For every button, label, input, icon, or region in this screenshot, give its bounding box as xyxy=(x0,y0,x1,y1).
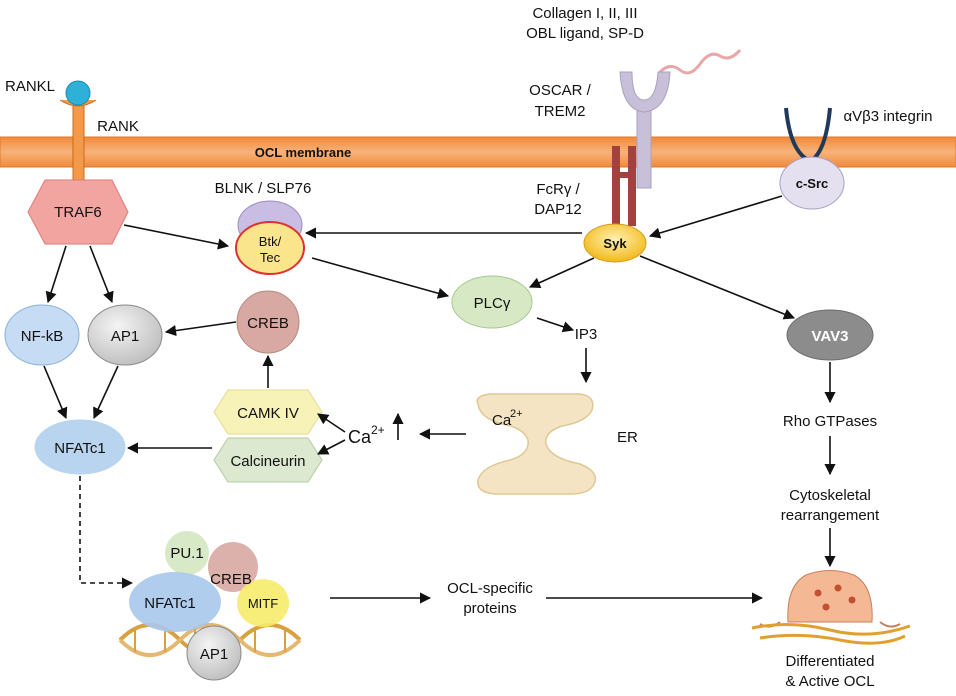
er-calcium-sup: 2+ xyxy=(510,408,523,420)
oscar-label-line1: OSCAR / xyxy=(529,82,592,99)
arrow-plcg-ip3 xyxy=(536,317,575,333)
rank-label: RANK xyxy=(97,118,139,135)
syk-label: Syk xyxy=(603,236,627,251)
nfatc1-label: NFATc1 xyxy=(54,440,105,457)
fcr-label-line2: DAP12 xyxy=(534,201,582,218)
complex-ap1-label: AP1 xyxy=(200,646,228,663)
btk-label-line1: Btk/ xyxy=(259,234,282,249)
creb-label: CREB xyxy=(247,315,289,332)
btk-label-line2: Tec xyxy=(260,250,281,265)
cytoskeletal-label-line2: rearrangement xyxy=(781,507,880,524)
mitf-label: MITF xyxy=(248,596,278,611)
traf6-node: TRAF6 xyxy=(27,179,129,245)
arrow-traf6-nfkb xyxy=(45,245,67,304)
plcg-label: PLCγ xyxy=(474,295,511,312)
transcription-complex: PU.1 NFATc1 CREB MITF AP1 xyxy=(129,531,289,681)
calcineurin-node: Calcineurin xyxy=(213,437,323,483)
traf6-label: TRAF6 xyxy=(54,204,102,221)
ocl-proteins-label-line1: OCL-specific xyxy=(447,580,533,597)
rankl-rank-receptor: RANKL RANK xyxy=(5,78,139,181)
fcr-dap12-adaptor: FcRγ / DAP12 xyxy=(534,146,636,226)
blnk-label: BLNK / SLP76 xyxy=(215,180,312,197)
rankl-label: RANKL xyxy=(5,78,55,95)
er-organelle: Ca 2+ ER xyxy=(476,393,638,495)
er-calcium-label: Ca xyxy=(492,412,512,429)
ap1-label: AP1 xyxy=(111,328,139,345)
ap1-node: AP1 xyxy=(87,304,163,366)
arrow-syk-plcg xyxy=(528,257,595,288)
vav3-label: VAV3 xyxy=(812,328,849,345)
rho-gtpases-label: Rho GTPases xyxy=(783,413,877,430)
cytoskeletal-label-line1: Cytoskeletal xyxy=(789,487,871,504)
vav3-node: VAV3 xyxy=(786,309,874,361)
arrow-traf6-btk xyxy=(123,224,230,250)
ip3-label: IP3 xyxy=(575,326,598,343)
creb-node: CREB xyxy=(236,290,300,354)
csrc-node: c-Src xyxy=(779,156,845,210)
complex-nfatc1-label: NFATc1 xyxy=(144,595,195,612)
arrow-calcium-calcineurin xyxy=(317,439,346,455)
arrow-nfkb-nfatc1 xyxy=(43,365,68,420)
ocl-proteins-label-line2: proteins xyxy=(463,600,516,617)
arrow-calcium-camk xyxy=(317,413,346,433)
arrow-ap1-nfatc1 xyxy=(93,365,119,420)
calcium-label: Ca xyxy=(348,427,372,447)
arrow-syk-vav3 xyxy=(639,255,796,320)
membrane-label: OCL membrane xyxy=(255,145,352,160)
arrow-traf6-ap1 xyxy=(89,245,114,304)
arrow-nfatc1-complex xyxy=(79,476,134,589)
ligands-label-line2: OBL ligand, SP-D xyxy=(526,25,644,42)
fcr-label-line1: FcRγ / xyxy=(536,181,580,198)
nfatc1-node: NFATc1 xyxy=(34,419,126,475)
arrow-creb-ap1 xyxy=(164,321,237,337)
plcg-node: PLCγ xyxy=(451,275,533,329)
pathway-arrows xyxy=(43,195,836,604)
complex-creb-label: CREB xyxy=(210,571,252,588)
er-label: ER xyxy=(617,429,638,446)
collagen-strand xyxy=(658,49,742,75)
integrin-label: αVβ3 integrin xyxy=(843,108,932,125)
ligands-label-line1: Collagen I, II, III xyxy=(532,5,637,22)
rankl-ligand xyxy=(65,80,91,106)
differentiated-label-line1: Differentiated xyxy=(786,653,875,670)
nfkb-label: NF-kB xyxy=(21,328,64,345)
differentiated-label-line2: & Active OCL xyxy=(785,673,874,690)
csrc-label: c-Src xyxy=(796,176,829,191)
pu1-label: PU.1 xyxy=(170,545,203,562)
camk-node: CAMK IV xyxy=(213,389,323,435)
calcineurin-label: Calcineurin xyxy=(230,453,305,470)
oscar-label-line2: TREM2 xyxy=(535,103,586,120)
oscar-receptor: OSCAR / TREM2 xyxy=(529,71,671,189)
active-osteoclast: Differentiated & Active OCL xyxy=(751,570,911,690)
blnk-btk-complex: BLNK / SLP76 Btk/ Tec xyxy=(215,180,312,275)
arrow-btk-plcg xyxy=(311,257,450,299)
camk-label: CAMK IV xyxy=(237,405,299,422)
calcium-sup: 2+ xyxy=(371,423,385,437)
calcium-rise: Ca 2+ xyxy=(348,412,404,447)
syk-node: Syk xyxy=(583,223,647,263)
arrow-csrc-syk xyxy=(648,195,783,239)
nfkb-node: NF-kB xyxy=(4,304,80,366)
